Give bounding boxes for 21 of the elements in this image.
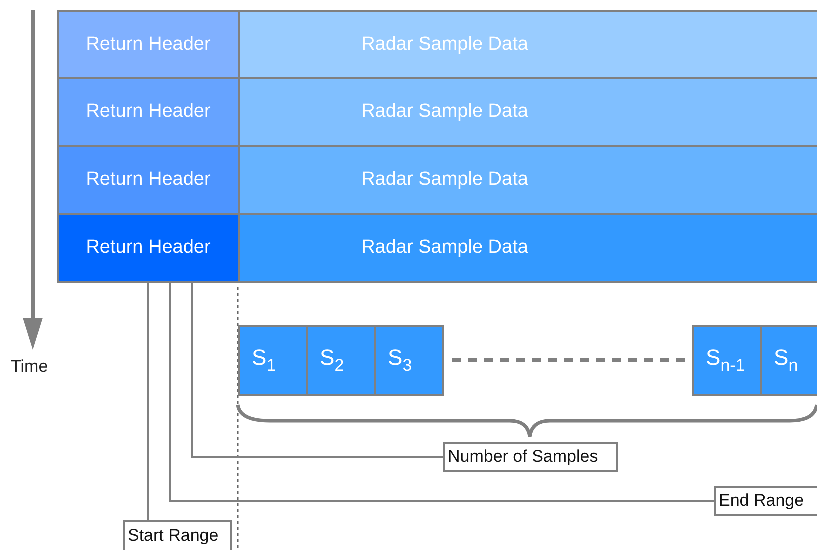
header-cell: Return Header: [57, 213, 240, 283]
header-cell: Return Header: [57, 145, 240, 215]
sample-cell: S$_{1}$: [238, 325, 308, 396]
sample-cell: S$_{n}$: [760, 325, 817, 396]
axis-label: Time: [11, 357, 48, 377]
callout-label: Number of Samples: [443, 442, 618, 472]
data-cell: Radar Sample Data: [238, 213, 817, 283]
sample-cell: S$_{2}$: [306, 325, 376, 396]
leader-line: [169, 283, 714, 502]
data-cell: Radar Sample Data: [238, 145, 817, 215]
data-cell: Radar Sample Data: [238, 10, 817, 80]
dashed-connector: [452, 358, 688, 362]
data-cell: Radar Sample Data: [238, 77, 817, 147]
header-cell: Return Header: [57, 77, 240, 147]
callout-label: Start Range: [123, 520, 232, 550]
header-cell: Return Header: [57, 10, 240, 80]
leader-line: [191, 283, 443, 458]
callout-label: End Range: [714, 486, 817, 516]
sample-cell: S$_{n-1}$: [692, 325, 762, 396]
leader-line: [147, 283, 149, 520]
sample-cell: S$_{3}$: [374, 325, 444, 396]
